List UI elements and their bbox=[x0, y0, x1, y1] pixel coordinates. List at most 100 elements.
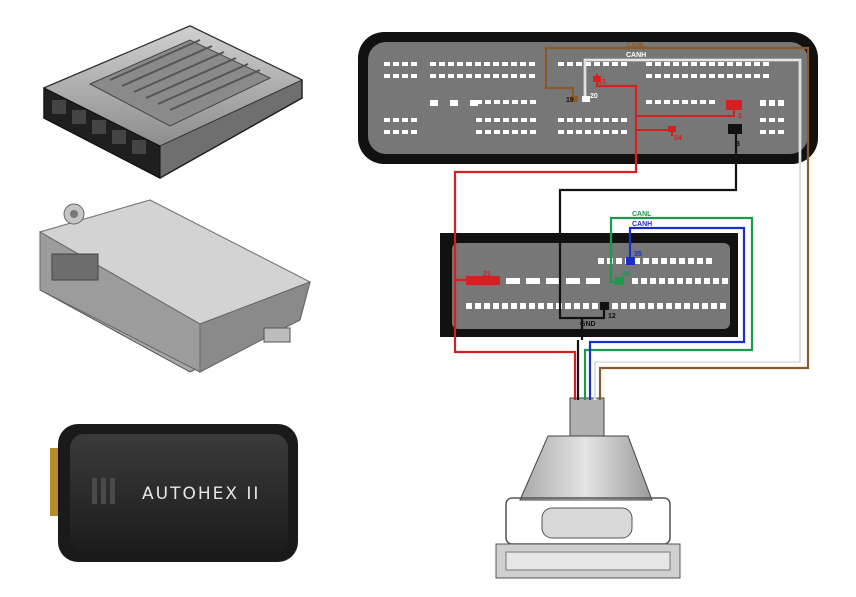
pin-slot bbox=[709, 62, 715, 66]
pin-slot bbox=[494, 118, 500, 122]
pin-slot bbox=[612, 303, 618, 309]
top-canh-tag: CANH bbox=[626, 52, 646, 59]
bottom-canl-tag: CANL bbox=[632, 211, 652, 218]
pin-slot bbox=[682, 62, 688, 66]
pin-slot bbox=[530, 130, 536, 134]
pin-slot bbox=[745, 74, 751, 78]
pin-slot bbox=[430, 100, 438, 106]
pin-slot bbox=[520, 74, 526, 78]
pin-slot bbox=[684, 303, 690, 309]
pin-slot bbox=[393, 130, 399, 134]
pin-slot bbox=[718, 74, 724, 78]
pin-slot bbox=[639, 303, 645, 309]
pin-slot bbox=[621, 62, 627, 66]
pin-slot bbox=[612, 118, 618, 122]
pin-slot bbox=[754, 62, 760, 66]
pin-slot bbox=[641, 278, 647, 284]
pin-slot bbox=[598, 258, 604, 264]
pin-slot bbox=[760, 118, 766, 122]
top-pin-grid bbox=[384, 62, 784, 134]
pin-slot bbox=[529, 74, 535, 78]
pin-slot bbox=[476, 100, 482, 104]
pin-slot bbox=[632, 278, 638, 284]
pin-slot bbox=[512, 130, 518, 134]
bottom-pin-12: 12 bbox=[608, 313, 616, 320]
pin-slot bbox=[529, 62, 535, 66]
pin-slot bbox=[769, 100, 775, 106]
pin-slot bbox=[476, 118, 482, 122]
pin-slot bbox=[769, 118, 775, 122]
pin-slot bbox=[494, 100, 500, 104]
pin-slot bbox=[700, 74, 706, 78]
pin-slot bbox=[475, 303, 481, 309]
pin-slot bbox=[576, 118, 582, 122]
bottom-pin-grid bbox=[466, 258, 728, 309]
pin-slot bbox=[502, 303, 508, 309]
pin-slot bbox=[493, 303, 499, 309]
pin-slot bbox=[700, 62, 706, 66]
pin-slot bbox=[704, 278, 710, 284]
pin-slot bbox=[612, 62, 618, 66]
pin-slot bbox=[576, 130, 582, 134]
bottom-pin-26: 26 bbox=[622, 271, 630, 278]
top-pin-19: 19 bbox=[566, 97, 574, 104]
pin-slot bbox=[530, 118, 536, 122]
pin-slot bbox=[634, 258, 640, 264]
pin-slot bbox=[485, 118, 491, 122]
green-wire bbox=[583, 216, 754, 400]
pin-slot bbox=[720, 303, 726, 309]
pin-slot bbox=[655, 100, 661, 104]
pin-slot bbox=[384, 130, 390, 134]
pin-slot bbox=[470, 100, 478, 106]
pin-slot bbox=[493, 62, 499, 66]
pin-slot bbox=[393, 62, 399, 66]
pin-slot bbox=[675, 303, 681, 309]
pin-slot bbox=[760, 100, 766, 106]
pin-slot bbox=[585, 62, 591, 66]
pin-slot bbox=[706, 258, 712, 264]
pin-slot bbox=[485, 130, 491, 134]
pin-slot bbox=[402, 118, 408, 122]
pin-slot bbox=[655, 62, 661, 66]
pin-slot bbox=[565, 303, 571, 309]
pin-slot bbox=[402, 74, 408, 78]
bottom-pin-35: 35 bbox=[634, 251, 642, 258]
pin-slot bbox=[448, 74, 454, 78]
pin-slot bbox=[594, 118, 600, 122]
pin-slot bbox=[655, 74, 661, 78]
pin-slot bbox=[621, 303, 627, 309]
pin-slot bbox=[695, 278, 701, 284]
pin-slot bbox=[700, 100, 706, 104]
pin-slot bbox=[503, 118, 509, 122]
device-label: AUTOHEX II bbox=[142, 484, 260, 504]
pin-slot bbox=[430, 62, 436, 66]
pin-slot bbox=[592, 303, 598, 309]
brown-wire bbox=[544, 46, 810, 400]
pin-slot bbox=[457, 62, 463, 66]
pin-slot bbox=[657, 303, 663, 309]
pin-slot bbox=[450, 100, 458, 106]
pin-slot bbox=[621, 130, 627, 134]
pin-slot bbox=[457, 74, 463, 78]
pin-slot bbox=[763, 62, 769, 66]
pin-slot bbox=[475, 62, 481, 66]
pin-slot bbox=[439, 74, 445, 78]
pin-slot bbox=[512, 100, 518, 104]
pin-slot bbox=[661, 258, 667, 264]
pin-slot bbox=[521, 100, 527, 104]
top-pin-13: 13 bbox=[598, 79, 606, 86]
pin-slot bbox=[411, 74, 417, 78]
pin-slot bbox=[754, 74, 760, 78]
pin-slot bbox=[603, 118, 609, 122]
pin-slot bbox=[697, 258, 703, 264]
pin-slot bbox=[630, 303, 636, 309]
pin-slot bbox=[520, 62, 526, 66]
pin-slot bbox=[585, 130, 591, 134]
pin-slot bbox=[538, 303, 544, 309]
pin-slot bbox=[673, 62, 679, 66]
pin-slot bbox=[439, 62, 445, 66]
pin-slot bbox=[643, 258, 649, 264]
pin-slot bbox=[384, 74, 390, 78]
pin-slot bbox=[736, 74, 742, 78]
